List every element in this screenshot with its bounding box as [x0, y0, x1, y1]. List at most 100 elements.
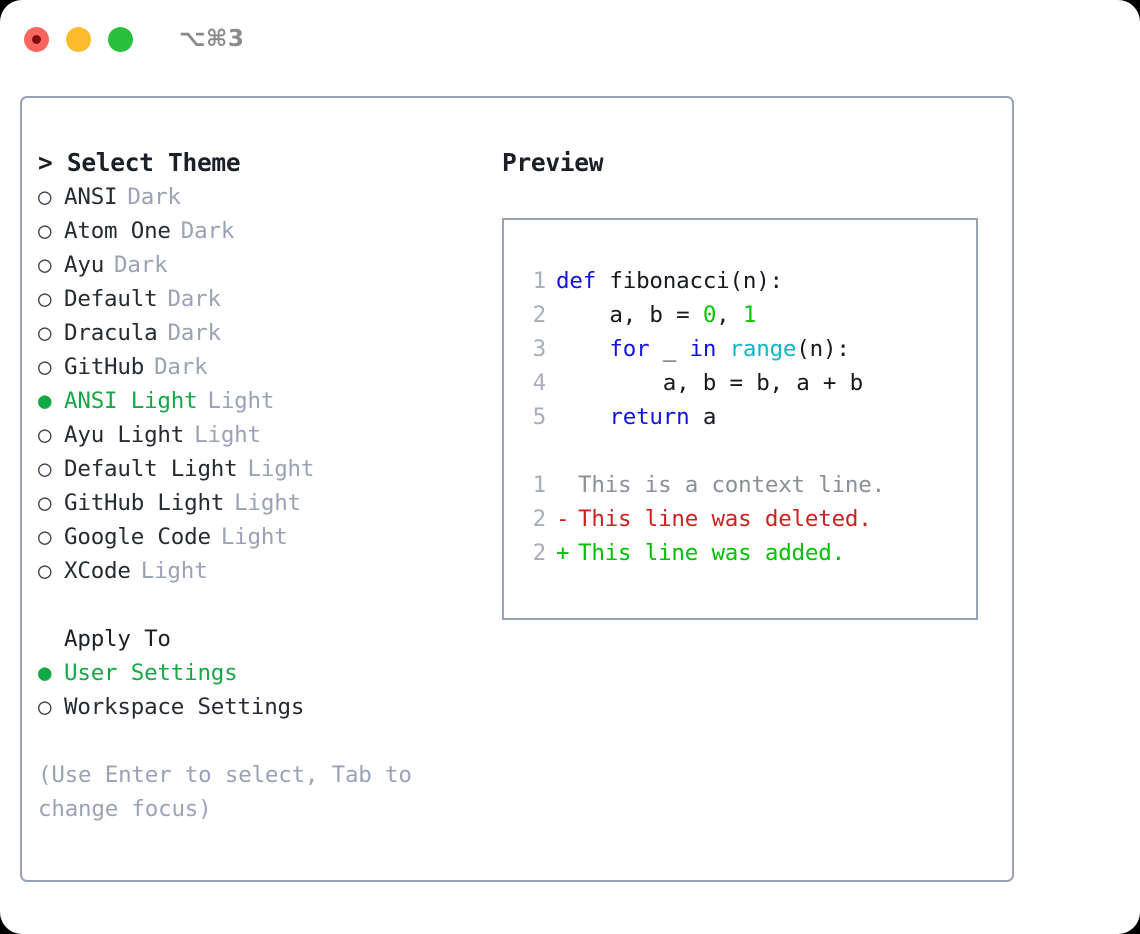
- diff-marker-icon: [556, 468, 578, 502]
- radio-unselected-icon[interactable]: ○: [38, 184, 52, 210]
- theme-variant-label: Dark: [114, 252, 168, 278]
- theme-variant-label: Light: [247, 456, 315, 482]
- apply-to-option-workspace-settings[interactable]: ○Workspace Settings: [38, 690, 498, 724]
- theme-option-label: XCode: [64, 558, 131, 584]
- theme-option-default-light[interactable]: ○ Default Light Light: [38, 452, 498, 486]
- close-inner-dot-icon: [32, 34, 41, 44]
- radio-unselected-icon[interactable]: ○: [38, 558, 52, 584]
- minimize-window-icon[interactable]: [66, 26, 91, 52]
- theme-option-label: Default: [64, 286, 158, 312]
- radio-unselected-icon[interactable]: ○: [38, 320, 52, 346]
- code-token-plain: a, b =: [556, 302, 703, 328]
- theme-option-label: GitHub Light: [64, 490, 225, 516]
- theme-option-github-light[interactable]: ○ GitHub Light Light: [38, 486, 498, 520]
- radio-unselected-icon[interactable]: ○: [38, 524, 52, 550]
- code-token-plain: _: [649, 336, 690, 362]
- code-diff-spacer: [518, 434, 976, 468]
- apply-to-heading: Apply To: [64, 626, 171, 652]
- theme-option-label: Ayu: [64, 252, 105, 278]
- code-token-kw: in: [689, 336, 717, 362]
- code-token-plain: a, b = b, a + b: [556, 370, 863, 396]
- diff-sample: 1 This is a context line.2-This line was…: [518, 468, 976, 570]
- theme-option-default[interactable]: ○ Default Dark: [38, 282, 498, 316]
- diff-line-text: This line was deleted.: [578, 506, 872, 532]
- diff-line-ctx: 1 This is a context line.: [518, 468, 976, 502]
- code-token-plain: (n):: [796, 336, 850, 362]
- theme-option-label: ANSI Light: [64, 388, 198, 414]
- theme-variant-label: Light: [234, 490, 301, 516]
- code-line: 4 a, b = b, a + b: [518, 366, 976, 400]
- code-token-kw: for: [609, 336, 650, 362]
- theme-option-xcode[interactable]: ○ XCode Light: [38, 554, 498, 588]
- theme-option-label: Default Light: [64, 456, 238, 482]
- theme-option-dracula[interactable]: ○ Dracula Dark: [38, 316, 498, 350]
- code-token-plain: ,: [716, 302, 743, 328]
- radio-unselected-icon[interactable]: ○: [38, 422, 52, 448]
- theme-option-ansi[interactable]: ○ ANSI Dark: [38, 180, 498, 214]
- line-number: 2: [532, 540, 547, 566]
- maximize-window-icon[interactable]: [108, 26, 133, 52]
- theme-variant-label: Dark: [180, 218, 235, 244]
- theme-variant-label: Dark: [167, 286, 221, 312]
- line-number: 4: [532, 370, 547, 396]
- diff-marker-icon: -: [556, 506, 570, 532]
- code-token-kw: def: [556, 268, 597, 294]
- radio-unselected-icon[interactable]: ○: [38, 354, 52, 380]
- code-token-plain: [556, 332, 609, 366]
- radio-unselected-icon[interactable]: ○: [38, 694, 52, 720]
- code-line: 2 a, b = 0, 1: [518, 298, 976, 332]
- line-number: 3: [532, 336, 547, 362]
- theme-option-ayu[interactable]: ○ Ayu Dark: [38, 248, 498, 282]
- theme-variant-label: Light: [220, 524, 288, 550]
- section-spacer: [38, 588, 498, 622]
- theme-variant-label: Dark: [127, 184, 181, 210]
- theme-option-label: Dracula: [64, 320, 158, 346]
- theme-option-label: GitHub: [64, 354, 145, 380]
- diff-line-add: 2 + This line was added.: [518, 536, 976, 570]
- apply-to-list[interactable]: ●User Settings○Workspace Settings: [38, 656, 498, 724]
- radio-unselected-icon[interactable]: ○: [38, 456, 52, 482]
- radio-unselected-icon[interactable]: ○: [38, 286, 52, 312]
- radio-unselected-icon[interactable]: ○: [38, 490, 52, 516]
- theme-option-atom-one[interactable]: ○ Atom One Dark: [38, 214, 498, 248]
- title-bar: ⌥⌘3: [0, 0, 1140, 78]
- diff-line-text: This line was added.: [578, 540, 845, 566]
- diff-line-text: This is a context line.: [578, 472, 885, 498]
- code-token-kw: return: [609, 404, 690, 430]
- traffic-light-group: [24, 26, 133, 52]
- theme-option-label: Ayu Light: [64, 422, 185, 448]
- theme-option-label: ANSI: [64, 184, 118, 210]
- code-token-plain: fibonacci(n):: [596, 268, 783, 294]
- theme-variant-label: Dark: [167, 320, 221, 346]
- diff-marker-icon: +: [556, 540, 570, 566]
- theme-option-github[interactable]: ○ GitHub Dark: [38, 350, 498, 384]
- close-window-icon[interactable]: [24, 26, 49, 52]
- keyboard-shortcut-label: ⌥⌘3: [179, 26, 245, 52]
- line-number: 2: [532, 506, 547, 532]
- code-line: 3 for _ in range(n):: [518, 332, 976, 366]
- code-token-num: 1: [742, 302, 757, 328]
- theme-variant-label: Light: [140, 558, 208, 584]
- code-token-plain: [556, 400, 609, 434]
- radio-selected-icon[interactable]: ●: [38, 388, 52, 414]
- line-number: 5: [532, 404, 547, 430]
- theme-option-label: Atom One: [64, 218, 171, 244]
- radio-unselected-icon[interactable]: ○: [38, 252, 52, 278]
- radio-unselected-icon[interactable]: ○: [38, 218, 52, 244]
- radio-selected-icon[interactable]: ●: [38, 660, 52, 686]
- diff-line-del: 2-This line was deleted.: [518, 502, 976, 536]
- theme-variant-label: Dark: [154, 354, 208, 380]
- preview-heading: Preview: [502, 148, 604, 177]
- apply-to-option-user-settings[interactable]: ●User Settings: [38, 656, 498, 690]
